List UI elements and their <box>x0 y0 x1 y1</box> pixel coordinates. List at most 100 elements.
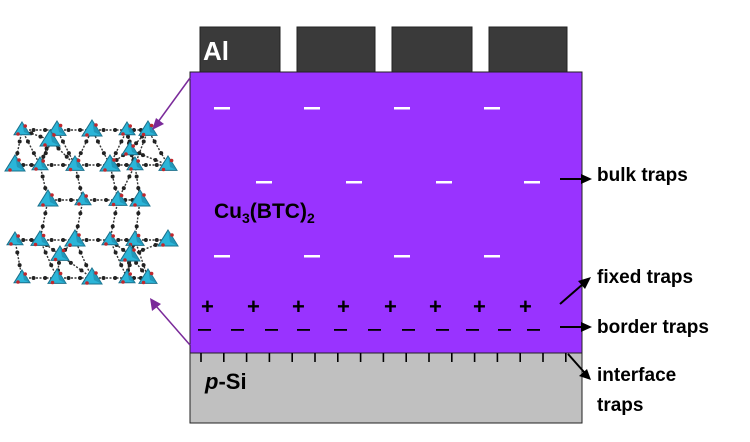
mof-carbon-atom <box>43 151 48 156</box>
zoom-arrow-bottom-head <box>150 298 161 311</box>
mof-carbon-atom <box>124 163 129 167</box>
mof-carbon-atom <box>15 250 20 255</box>
mof-carbon-atom <box>141 263 146 268</box>
mof-oxygen-atom <box>169 158 174 163</box>
mof-carbon-atom <box>78 250 83 255</box>
formula-part: (BTC) <box>249 200 307 223</box>
mof-carbon-atom <box>101 128 106 132</box>
mof-carbon-atom <box>84 163 89 167</box>
bulk-trap-charge <box>346 181 362 184</box>
mof-carbon-atom <box>66 151 71 156</box>
mof-carbon-atom <box>61 163 66 167</box>
mof-oxygen-atom <box>129 167 133 171</box>
border-traps-label: border traps <box>597 317 709 338</box>
mof-oxygen-atom <box>50 193 54 197</box>
al-electrode-pad <box>391 26 473 73</box>
mof-oxygen-atom <box>161 167 166 172</box>
mof-carbon-atom <box>29 238 34 242</box>
mof-carbon-atom <box>113 211 118 216</box>
mof-oxygen-atom <box>58 271 63 276</box>
fixed-charge-plus: + <box>384 294 397 319</box>
mof-oxygen-atom <box>133 203 137 207</box>
al-electrode-pad <box>199 26 281 73</box>
mof-carbon-atom <box>137 151 142 156</box>
mof-carbon-atom <box>113 276 118 280</box>
zoom-arrow-bottom <box>155 305 191 346</box>
mof-carbon-atom <box>66 276 71 280</box>
mof-metal-node-face <box>130 245 140 261</box>
mof-carbon-atom <box>121 186 126 191</box>
mof-carbon-atom <box>21 238 26 242</box>
mof-film-layer <box>189 71 583 354</box>
mof-carbon-atom <box>114 158 119 163</box>
mof-oxygen-atom <box>149 271 154 276</box>
mof-oxygen-atom <box>50 280 55 285</box>
mof-oxygen-atom <box>131 144 135 148</box>
mof-oxygen-atom <box>68 167 73 172</box>
border-trap-charge <box>466 329 479 331</box>
border-trap-charge <box>265 329 278 331</box>
mof-oxygen-atom <box>43 143 47 147</box>
mof-metal-node-face <box>110 155 120 171</box>
mof-carbon-atom <box>116 238 121 242</box>
mof-film-formula: Cu3(BTC)2 <box>214 201 315 225</box>
mof-carbon-atom <box>75 174 80 179</box>
fixed-charge-plus: + <box>292 294 305 319</box>
mof-carbon-atom <box>31 276 36 280</box>
mof-oxygen-atom <box>16 234 21 238</box>
mof-oxygen-atom <box>141 280 146 285</box>
substrate-material: -Si <box>218 369 247 394</box>
mof-carbon-atom <box>68 260 73 265</box>
mof-oxygen-atom <box>94 271 98 275</box>
bulk-trap-charges <box>214 107 540 258</box>
fixed-charge-plus: + <box>473 294 486 319</box>
mof-metal-node-face <box>22 122 30 135</box>
mof-oxygen-atom <box>34 167 38 171</box>
border-trap-charge <box>198 329 211 331</box>
mof-oxygen-atom <box>104 242 108 246</box>
mof-carbon-atom <box>78 276 83 280</box>
mof-carbon-atom <box>153 158 158 163</box>
mof-carbon-atom <box>95 139 100 144</box>
mof-carbon-atom <box>84 139 89 144</box>
mof-carbon-atom <box>31 128 36 132</box>
fixed-charge-plus: + <box>429 294 442 319</box>
mof-carbon-atom <box>84 238 89 242</box>
bulk-traps-label: bulk traps <box>597 165 688 186</box>
mof-metal-node-face <box>15 232 23 245</box>
mof-carbon-atom <box>40 224 45 229</box>
mof-oxygen-atom <box>68 243 72 247</box>
mof-metal-node-face <box>127 122 135 135</box>
mof-oxygen-atom <box>77 202 81 206</box>
mof-carbon-atom <box>79 268 84 273</box>
mof-carbon-atom <box>43 128 48 132</box>
bulk-trap-charge <box>484 255 500 258</box>
mof-oxygen-atom <box>124 152 128 156</box>
mof-oxygen-atom <box>58 123 63 128</box>
fixed-traps-label: fixed traps <box>597 267 694 288</box>
mof-oxygen-atom <box>121 280 125 284</box>
mof-carbon-atom <box>154 163 159 167</box>
mof-carbon-atom <box>152 139 157 144</box>
mof-zoom-arrows <box>150 77 191 346</box>
mof-oxygen-atom <box>121 132 125 136</box>
mof-oxygen-atom <box>123 258 127 262</box>
mof-carbon-atom <box>25 139 30 144</box>
mof-metal-node-face <box>92 120 102 136</box>
mof-bond <box>56 129 76 166</box>
mof-carbon-atom <box>44 146 49 151</box>
mof-carbon-atom <box>119 139 124 144</box>
mof-carbon-atom <box>29 163 34 167</box>
mof-carbon-atom <box>140 153 145 158</box>
fixed-traps-arrow-head <box>578 277 591 289</box>
zoom-arrow-top-head <box>152 118 164 130</box>
mof-metal-node-face <box>130 142 138 155</box>
mof-oxygen-atom <box>17 158 21 162</box>
bulk-trap-charge <box>256 181 272 184</box>
mof-oxygen-atom <box>128 124 132 128</box>
mof-metal-node-face <box>135 157 143 170</box>
bulk-trap-charge <box>394 255 410 258</box>
mof-oxygen-atom <box>94 123 98 127</box>
mof-carbon-atom <box>38 134 43 139</box>
